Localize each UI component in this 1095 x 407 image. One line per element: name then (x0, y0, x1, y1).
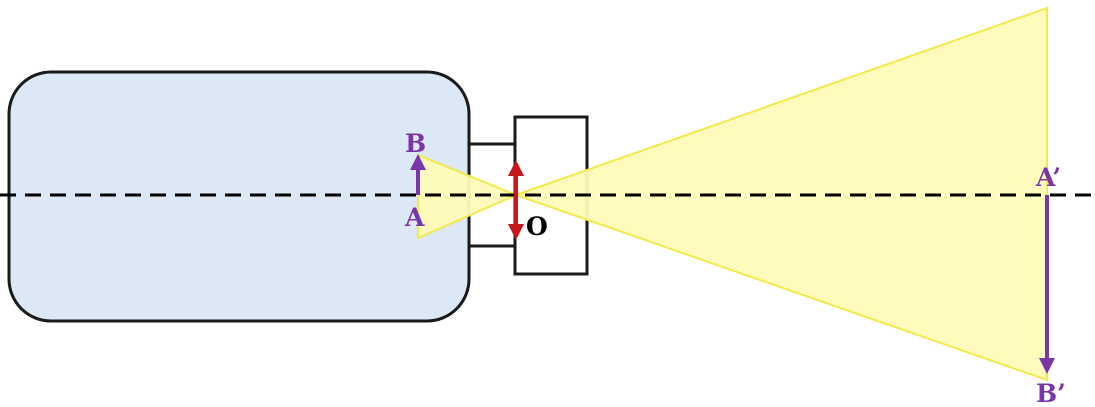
label-a: A (404, 203, 425, 232)
label-o: O (526, 212, 548, 241)
label-a-prime: A’ (1035, 163, 1061, 192)
light-beam-object-side (417, 153, 519, 240)
label-b-prime: B’ (1036, 379, 1066, 407)
label-b: B (405, 129, 426, 158)
